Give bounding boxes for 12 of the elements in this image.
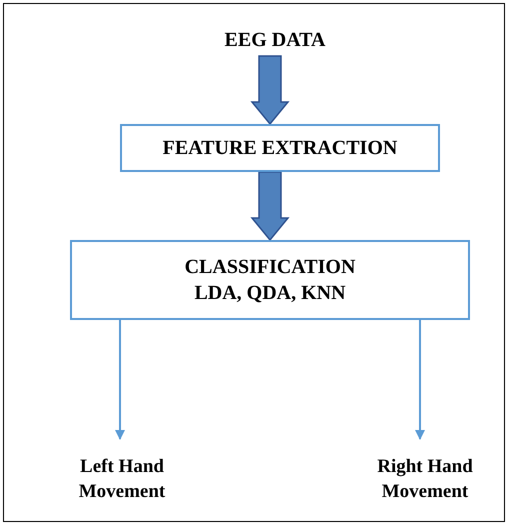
arrow [415, 320, 425, 440]
node-label: CLASSIFICATION [184, 255, 356, 280]
process-box [120, 124, 440, 172]
arrow [115, 320, 125, 440]
node-label: EEG DATA [224, 28, 326, 53]
block-arrow [250, 171, 290, 242]
node-label: Left Hand Movement [78, 455, 166, 504]
method-list: LDA, QDA, KNN [194, 280, 346, 306]
process-box [70, 240, 470, 320]
node-label: Right Hand Movement [376, 455, 474, 504]
node-label: FEATURE EXTRACTION [162, 136, 398, 161]
block-arrow [250, 55, 290, 126]
